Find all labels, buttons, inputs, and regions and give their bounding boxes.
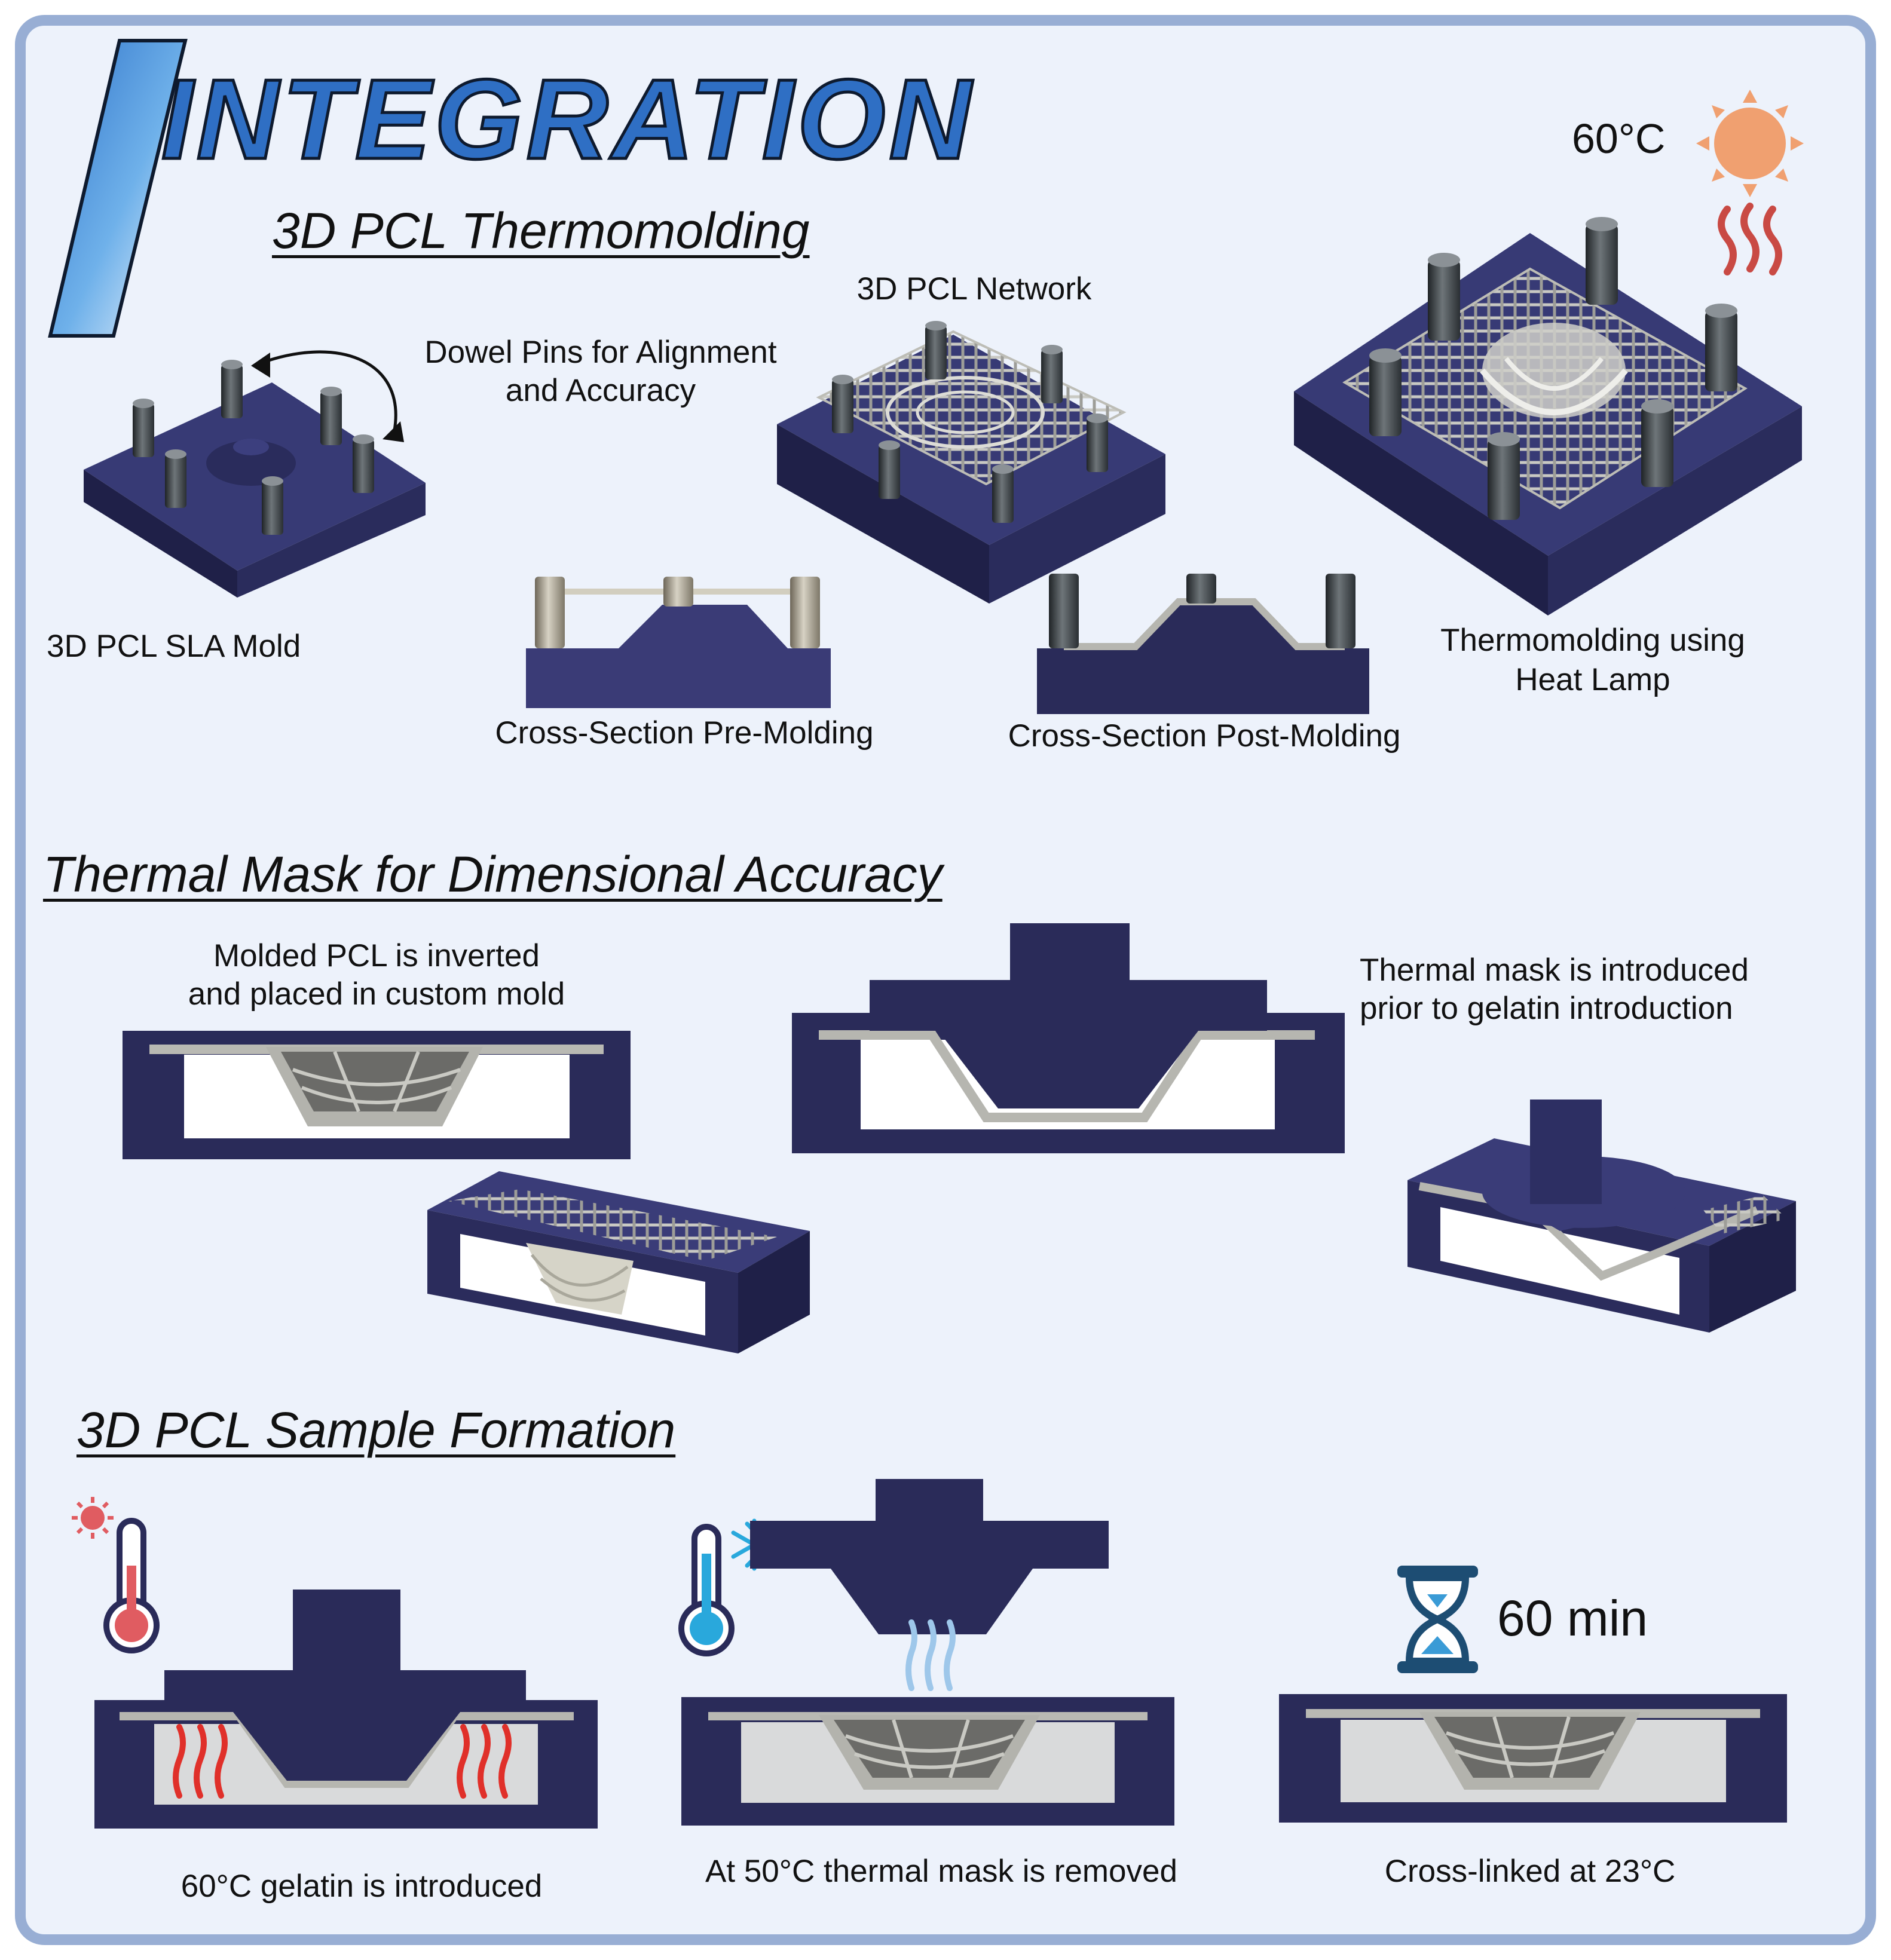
- crosslinked-label: Cross-linked at 23°C: [1384, 1854, 1676, 1889]
- section-heading-thermomolding: 3D PCL Thermomolding: [272, 203, 810, 259]
- heat-lamp-label-line2: Heat Lamp: [1515, 662, 1670, 697]
- temperature-label: 60°C: [1572, 115, 1666, 162]
- post-molding-label: Cross-Section Post-Molding: [1008, 718, 1401, 754]
- pre-molding-label: Cross-Section Pre-Molding: [495, 715, 874, 751]
- network-label: 3D PCL Network: [856, 271, 1092, 307]
- heat-waves-icon: [1718, 203, 1782, 275]
- pcl-network-3d: [777, 321, 1165, 604]
- inverted-label-line1: Molded PCL is inverted: [213, 938, 540, 973]
- mask-removal-cross-section: [681, 1479, 1174, 1826]
- crosslinked-cross-section: [1279, 1694, 1787, 1823]
- inverted-label-line2: and placed in custom mold: [188, 976, 565, 1012]
- arrow-head-right-icon: [383, 421, 404, 442]
- heat-arrows-right-icon: [457, 1724, 512, 1799]
- inverted-pcl-3d: [427, 1171, 810, 1353]
- thermometer-hot-icon: [103, 1518, 160, 1653]
- cross-section-post-molding: [1037, 574, 1369, 714]
- thermometer-cold-icon: [678, 1524, 735, 1656]
- section-heading-thermal-mask: Thermal Mask for Dimensional Accuracy: [43, 846, 943, 902]
- gelatin-introduction-cross-section: [94, 1590, 598, 1829]
- gelatin-label: 60°C gelatin is introduced: [180, 1869, 543, 1904]
- heat-lamp-label-line1: Thermomolding using: [1440, 623, 1745, 658]
- hourglass-icon: [1397, 1566, 1478, 1673]
- arrow-head-left-icon: [251, 353, 270, 378]
- duration-label: 60 min: [1497, 1590, 1648, 1646]
- thermal-mask-3d: [1407, 1100, 1796, 1333]
- sla-mold-3d: [84, 350, 426, 598]
- thermal-mask-cross-section: [792, 923, 1345, 1153]
- mask-introduced-label-line1: Thermal mask is introduced: [1360, 953, 1749, 988]
- mask-removed-label: At 50°C thermal mask is removed: [705, 1854, 1177, 1889]
- mask-introduced-label-line2: prior to gelatin introduction: [1360, 991, 1733, 1026]
- small-sun-icon: [72, 1497, 114, 1539]
- thermomolding-3d: [1294, 217, 1802, 615]
- heat-arrows-left-icon: [173, 1724, 228, 1799]
- title-bar-graphic: [48, 39, 188, 338]
- main-title: INTEGRATION: [160, 56, 975, 183]
- inverted-pcl-cross-section: [123, 1031, 631, 1159]
- dowel-pins-label-line1: Dowel Pins for Alignment: [424, 335, 777, 370]
- section-heading-sample-formation: 3D PCL Sample Formation: [77, 1402, 676, 1458]
- sun-icon: [1696, 90, 1804, 197]
- dowel-pins-label-line2: and Accuracy: [505, 373, 696, 408]
- cross-section-pre-molding: [526, 577, 831, 708]
- sla-mold-label: 3D PCL SLA Mold: [47, 629, 301, 664]
- cooling-arrows-icon: [905, 1619, 956, 1691]
